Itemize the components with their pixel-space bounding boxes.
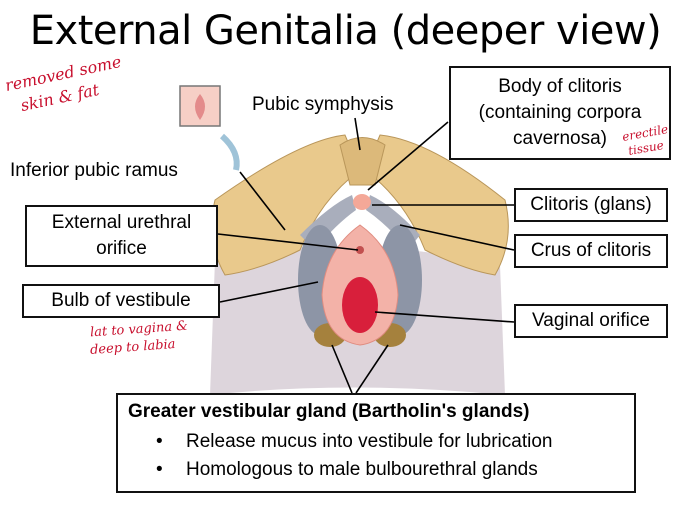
gland-box-title: Greater vestibular gland (Bartholin's gl… — [128, 401, 530, 422]
inset-pointer-arrow — [219, 133, 240, 171]
inferior-pubic-ramus-label: Inferior pubic ramus — [10, 160, 178, 181]
body-of-clitoris-line2: (containing corpora — [478, 102, 642, 123]
clitoris-glans-box: Clitoris (glans) — [514, 188, 668, 222]
external-urethral-orifice-box: External urethral orifice — [25, 205, 218, 267]
body-of-clitoris-line3: cavernosa) — [513, 128, 607, 149]
gland-bullet-1: Release mucus into vestibule for lubrica… — [156, 431, 552, 453]
greater-vestibular-gland-box: Greater vestibular gland (Bartholin's gl… — [116, 393, 636, 493]
vaginal-orifice-box: Vaginal orifice — [514, 304, 668, 338]
page-title: External Genitalia (deeper view) — [29, 8, 662, 54]
body-of-clitoris-line1: Body of clitoris — [498, 76, 622, 97]
external-urethral-line1: External urethral — [51, 212, 192, 233]
pubic-symphysis-label: Pubic symphysis — [252, 94, 394, 115]
external-urethral-line2: orifice — [96, 238, 147, 259]
clitoris-glans-shape — [353, 194, 371, 210]
body-of-clitoris-box: Body of clitoris (containing corpora cav… — [449, 66, 671, 160]
urethral-orifice-shape — [356, 246, 364, 254]
gland-bullet-2: Homologous to male bulbourethral glands — [156, 459, 538, 481]
crus-of-clitoris-box: Crus of clitoris — [514, 234, 668, 268]
vaginal-orifice-shape — [342, 277, 378, 333]
inset-vulva — [195, 94, 205, 120]
bulb-of-vestibule-box: Bulb of vestibule — [22, 284, 220, 318]
pubic-symphysis-shape — [339, 137, 386, 186]
